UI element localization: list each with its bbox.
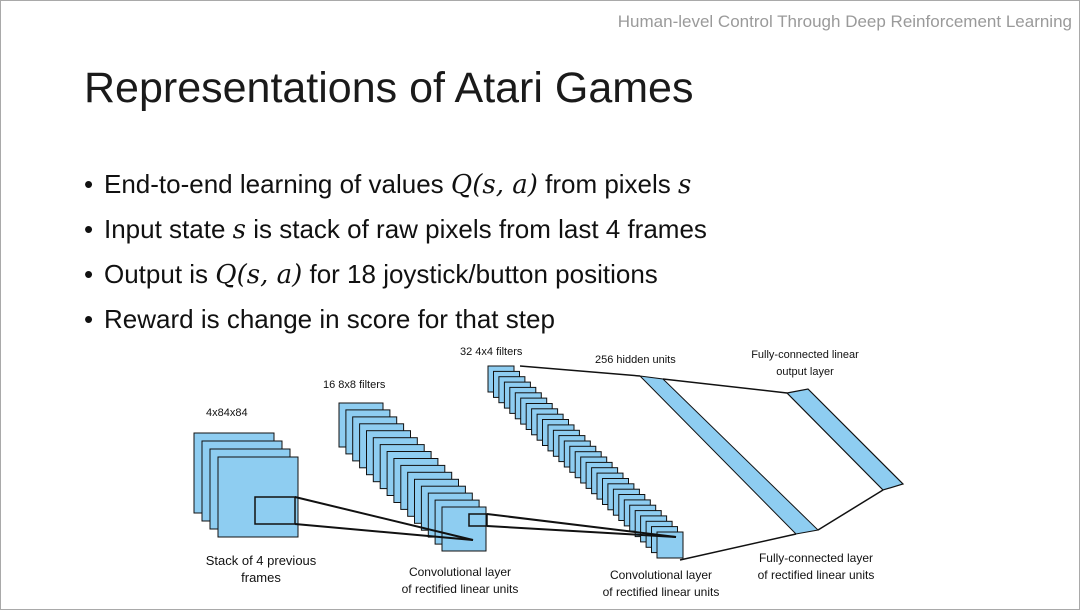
receptive-field-line [294,523,474,541]
fc-connection-line [662,378,788,394]
receptive-field-box [254,496,296,525]
receptive-field-line [486,525,677,538]
receptive-field-box [468,513,488,527]
input-size-label: 4x84x84 [206,407,248,419]
receptive-field-line [486,513,677,538]
conv1-filters-label: 16 8x8 filters [323,379,386,391]
header-title: Human-level Control Through Deep Reinfor… [617,12,1072,31]
bullet-dot: • [84,304,94,334]
fc-output-layer [785,388,905,491]
bullet-dot: • [84,169,94,199]
conv2-caption: of rectified linear units [603,585,720,599]
input-frame-stack [193,432,299,538]
bullet-list: •End-to-end learning of values Q(s, a) f… [84,166,707,346]
fc-connection-line [679,533,797,561]
bullet-item: •Output is Q(s, a) for 18 joystick/butto… [84,256,707,301]
receptive-field-line [294,496,474,541]
output-layer-label: Fully-connected linear [751,349,859,361]
conv1-feature-maps [338,402,487,552]
output-layer-label: output layer [776,366,834,378]
bullet-dot: • [84,259,94,289]
fully-connected-layers [638,375,905,535]
conv1-map [441,506,487,552]
receptive-field-connectors [254,365,884,561]
conv2-caption: Convolutional layer [610,568,712,582]
hidden-units-label: 256 hidden units [595,354,676,366]
fc-caption: of rectified linear units [758,568,875,582]
input-caption: Stack of 4 previous [206,553,317,568]
conv1-caption: Convolutional layer [409,565,511,579]
bullet-item: •Input state s is stack of raw pixels fr… [84,211,707,256]
conv2-filters-label: 32 4x4 filters [460,346,523,358]
slide-title: Representations of Atari Games [84,64,694,112]
conv2-feature-maps [487,365,684,559]
fc-hidden-layer [638,375,820,535]
fc-caption: Fully-connected layer [759,551,873,565]
bullet-item: •Reward is change in score for that step [84,301,707,346]
input-caption: frames [241,570,281,585]
conv1-caption: of rectified linear units [402,582,519,596]
fc-connection-line [519,365,641,377]
bullet-item: •End-to-end learning of values Q(s, a) f… [84,166,707,211]
fc-connection-line [817,489,884,531]
bullet-dot: • [84,214,94,244]
